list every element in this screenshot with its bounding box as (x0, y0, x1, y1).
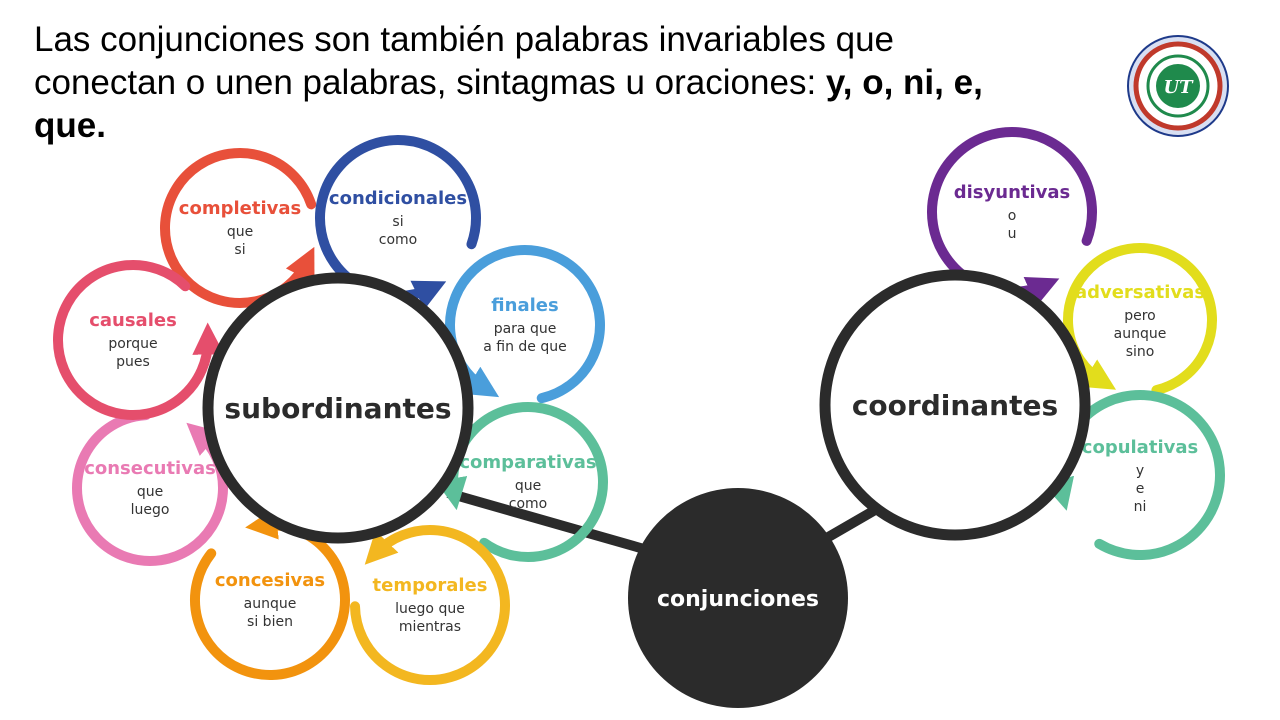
logo-monogram: UT (1163, 77, 1194, 98)
copulativas-example: ni (1134, 499, 1147, 515)
concesivas-title: concesivas (215, 570, 325, 591)
type-causales: causales porque pues (53, 260, 225, 420)
causales-title: causales (89, 310, 177, 331)
type-adversativas: adversativas pero aunque sino (1063, 243, 1217, 396)
heading-text: Las conjunciones son también palabras in… (34, 20, 894, 102)
concesivas-example: aunque (244, 596, 297, 612)
hubs: subordinantes coordinantes conjunciones (202, 269, 1091, 708)
copulativas-example: y (1136, 463, 1144, 479)
disyuntivas-title: disyuntivas (954, 182, 1071, 203)
disyuntivas-example: u (1008, 226, 1017, 242)
heading-bold-examples: y, o, ni, e, que (34, 63, 983, 145)
comparativas-example: como (509, 496, 547, 512)
subordinantes-hub (202, 272, 474, 544)
type-condicionales: condicionales si como (315, 135, 481, 310)
copulativas-title: copulativas (1082, 437, 1198, 458)
temporales-title: temporales (373, 575, 488, 596)
concesivas-arc-arrow (190, 507, 350, 680)
conjunciones-label: conjunciones (657, 587, 819, 612)
completivas-example: si (234, 242, 245, 258)
adversativas-title: adversativas (1075, 282, 1205, 303)
temporales-example: mientras (399, 619, 461, 635)
type-circles: completivas que si condicionales si como final… (53, 127, 1225, 685)
consecutivas-example: que (137, 484, 163, 500)
condicionales-title: condicionales (329, 188, 467, 209)
disyuntivas-example: o (1008, 208, 1017, 224)
slide-heading: Las conjunciones son también palabras in… (34, 18, 994, 147)
coordinantes-hub (819, 269, 1091, 541)
copulativas-example: e (1136, 481, 1145, 497)
temporales-example: luego que (395, 601, 465, 617)
causales-example: pues (116, 354, 150, 370)
subordinantes-label: subordinantes (224, 392, 451, 425)
university-seal-logo: UT (1127, 35, 1229, 137)
type-disyuntivas: disyuntivas ou (927, 127, 1097, 307)
adversativas-example: aunque (1114, 326, 1167, 342)
completivas-example: que (227, 224, 253, 240)
heading-end: . (96, 106, 106, 145)
causales-example: porque (108, 336, 157, 352)
finales-example: a fin de que (483, 339, 567, 355)
adversativas-example: pero (1124, 308, 1156, 324)
type-finales: finales para que a fin de que (445, 245, 605, 404)
type-comparativas: comparativas que como (435, 402, 608, 562)
comparativas-example: que (515, 478, 541, 494)
conjunciones-root-node (628, 488, 848, 708)
consecutivas-title: consecutivas (84, 458, 216, 479)
type-completivas: completivas que si (160, 148, 317, 308)
finales-title: finales (491, 295, 558, 316)
condicionales-example: como (379, 232, 417, 248)
temporales-arc-arrow (350, 525, 510, 685)
comparativas-title: comparativas (459, 452, 596, 473)
adversativas-example: sino (1126, 344, 1155, 360)
type-concesivas: concesivas aunque si bien (190, 507, 350, 680)
completivas-title: completivas (179, 198, 301, 219)
coordinantes-label: coordinantes (852, 389, 1058, 422)
type-consecutivas: consecutivas que luego (72, 410, 228, 566)
condicionales-example: si (392, 214, 403, 230)
finales-example: para que (494, 321, 557, 337)
connector-subordinantes (446, 488, 660, 558)
consecutivas-example: luego (131, 502, 170, 518)
type-temporales: temporales luego que mientras (350, 525, 510, 685)
causales-arc-arrow (53, 260, 225, 420)
consecutivas-arc-arrow (72, 410, 228, 566)
concesivas-example: si bien (247, 614, 293, 630)
